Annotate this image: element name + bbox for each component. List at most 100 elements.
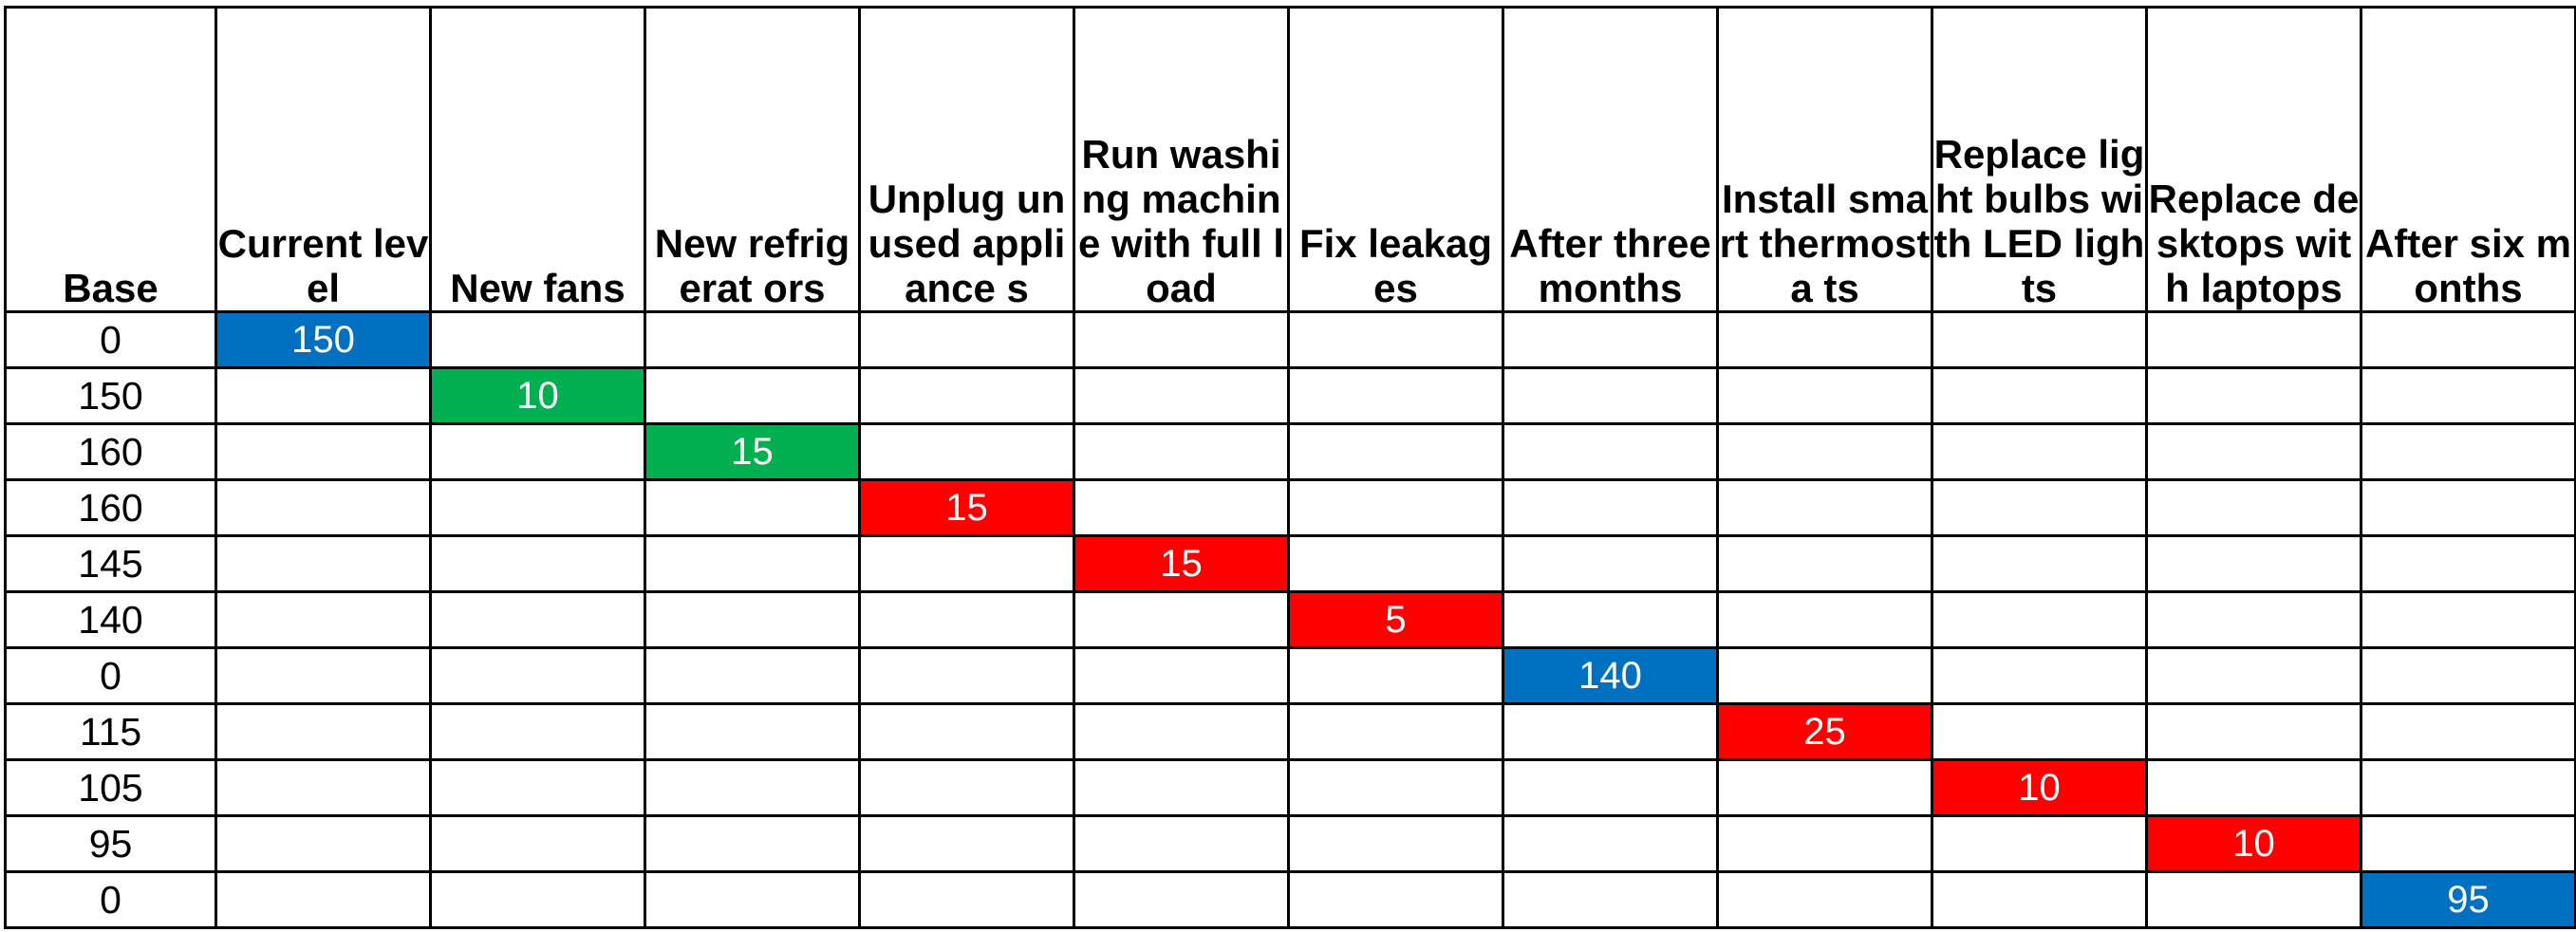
waterfall-bar-cell: 10	[1931, 758, 2148, 817]
empty-cell	[644, 366, 861, 425]
base-value-cell: 105	[4, 758, 217, 817]
empty-cell	[1716, 366, 1933, 425]
empty-cell	[215, 366, 432, 425]
empty-cell	[2145, 478, 2362, 537]
empty-cell	[1931, 478, 2148, 537]
waterfall-bar-cell: 10	[429, 366, 646, 425]
empty-cell	[2145, 758, 2362, 817]
base-value-cell: 0	[4, 310, 217, 369]
base-value-cell: 160	[4, 422, 217, 481]
waterfall-bar-decrease: 25	[1719, 705, 1931, 758]
empty-cell	[858, 534, 1075, 593]
empty-cell	[215, 814, 432, 873]
column-header-replace-desktops-laptops: Replace desktops with laptops	[2145, 6, 2362, 313]
empty-cell	[1716, 478, 1933, 537]
base-value-cell: 95	[4, 814, 217, 873]
empty-cell	[644, 310, 861, 369]
empty-cell	[1073, 422, 1290, 481]
column-header-after-six-months: After six months	[2360, 6, 2576, 313]
base-value-cell: 145	[4, 534, 217, 593]
empty-cell	[1502, 478, 1719, 537]
empty-cell	[1502, 758, 1719, 817]
waterfall-bar-decrease: 15	[861, 481, 1073, 534]
empty-cell	[1502, 702, 1719, 761]
column-header-unplug-unused-appliances: Unplug unused appliance s	[858, 6, 1075, 313]
column-header-after-three-months: After three months	[1502, 6, 1719, 313]
header-row: Base Current level New fans New refriger…	[4, 6, 2576, 313]
empty-cell	[1287, 478, 1504, 537]
empty-cell	[1931, 646, 2148, 705]
base-value-cell: 150	[4, 366, 217, 425]
empty-cell	[215, 590, 432, 649]
empty-cell	[1716, 310, 1933, 369]
empty-cell	[429, 870, 646, 929]
waterfall-bar-decrease: 5	[1290, 593, 1502, 646]
base-value-cell: 140	[4, 590, 217, 649]
empty-cell	[858, 590, 1075, 649]
waterfall-bar-cell: 10	[2145, 814, 2362, 873]
empty-cell	[2145, 310, 2362, 369]
empty-cell	[1287, 310, 1504, 369]
empty-cell	[858, 702, 1075, 761]
empty-cell	[1716, 646, 1933, 705]
waterfall-bar-decrease: 10	[2148, 817, 2360, 870]
empty-cell	[1073, 646, 1290, 705]
empty-cell	[1287, 534, 1504, 593]
empty-cell	[858, 310, 1075, 369]
table-row: 95 10	[4, 814, 2576, 873]
column-header-run-washing-machine: Run washing machine with full load	[1073, 6, 1290, 313]
empty-cell	[2145, 646, 2362, 705]
empty-cell	[215, 702, 432, 761]
empty-cell	[1073, 478, 1290, 537]
empty-cell	[1716, 422, 1933, 481]
table-row: 140 5	[4, 590, 2576, 649]
empty-cell	[429, 814, 646, 873]
waterfall-data-table: Base Current level New fans New refriger…	[4, 6, 2576, 929]
waterfall-bar-cell: 15	[644, 422, 861, 481]
empty-cell	[858, 422, 1075, 481]
empty-cell	[1502, 310, 1719, 369]
empty-cell	[1931, 590, 2148, 649]
empty-cell	[1716, 534, 1933, 593]
empty-cell	[858, 814, 1075, 873]
table-row: 150 10	[4, 366, 2576, 425]
empty-cell	[1287, 366, 1504, 425]
empty-cell	[1931, 702, 2148, 761]
empty-cell	[1073, 310, 1290, 369]
empty-cell	[1287, 646, 1504, 705]
empty-cell	[429, 758, 646, 817]
column-header-new-refrigerators: New refrigerat ors	[644, 6, 861, 313]
empty-cell	[1502, 590, 1719, 649]
empty-cell	[1716, 590, 1933, 649]
empty-cell	[2360, 702, 2576, 761]
waterfall-bar-total: 150	[217, 313, 429, 366]
empty-cell	[215, 758, 432, 817]
column-header-replace-light-bulbs-led: Replace light bulbs with LED lights	[1931, 6, 2148, 313]
empty-cell	[215, 870, 432, 929]
table-header: Base Current level New fans New refriger…	[4, 6, 2576, 313]
empty-cell	[429, 422, 646, 481]
empty-cell	[1073, 814, 1290, 873]
empty-cell	[644, 534, 861, 593]
table-row: 160 15	[4, 422, 2576, 481]
empty-cell	[858, 366, 1075, 425]
waterfall-bar-cell: 5	[1287, 590, 1504, 649]
table-row: 105 10	[4, 758, 2576, 817]
waterfall-bar-total: 95	[2362, 873, 2574, 926]
empty-cell	[1502, 870, 1719, 929]
column-header-fix-leakages: Fix leakages	[1287, 6, 1504, 313]
empty-cell	[1931, 310, 2148, 369]
empty-cell	[858, 870, 1075, 929]
empty-cell	[644, 646, 861, 705]
empty-cell	[2360, 814, 2576, 873]
empty-cell	[429, 590, 646, 649]
waterfall-bar-cell: 150	[215, 310, 432, 369]
empty-cell	[215, 534, 432, 593]
empty-cell	[644, 814, 861, 873]
empty-cell	[1073, 590, 1290, 649]
empty-cell	[644, 590, 861, 649]
